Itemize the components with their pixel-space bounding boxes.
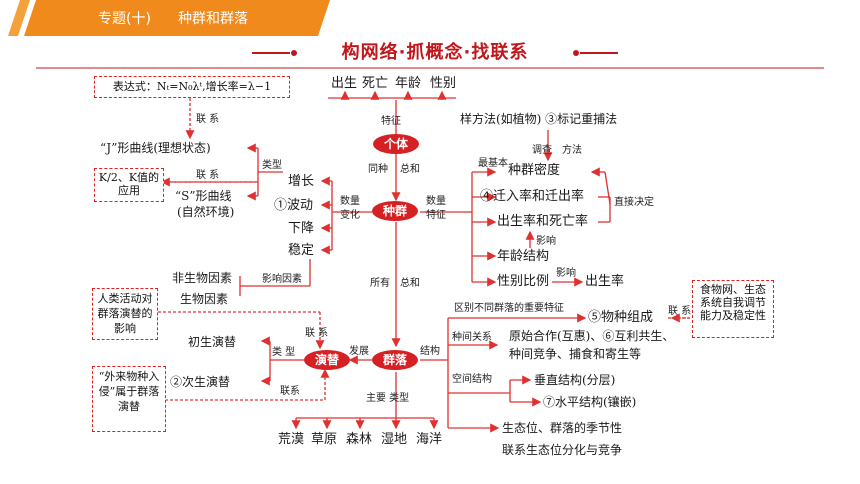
population-density: 种群密度: [508, 163, 561, 178]
label-qty-change-1: 数量: [340, 196, 360, 207]
node-individual: 个体: [373, 134, 419, 154]
label-total-1: 总和: [400, 164, 420, 175]
label-relation-1: 联 系: [196, 114, 220, 125]
horizontal-structure: ⑦水平结构(镶嵌): [543, 395, 637, 409]
migration-rate: ④迁入率和迁出率: [480, 189, 585, 204]
biotic-factor: 生物因素: [180, 292, 229, 306]
label-all: 所有: [370, 278, 390, 289]
label-feature: 特征: [381, 116, 401, 127]
label-affect-1: 影响: [536, 236, 556, 247]
interactions-line-2: 种间竞争、捕食和寄生等: [509, 347, 642, 361]
type-wetland: 湿地: [381, 432, 408, 447]
interactions-line-1: 原始合作(互惠)、⑥互利共生、: [509, 329, 675, 343]
title-text: 构网络·抓概念·找联系: [341, 42, 529, 63]
label-influence: 影响因素: [262, 274, 302, 285]
label-type-1: 类型: [262, 160, 282, 171]
label-same-species: 同种: [368, 164, 388, 175]
qty-decline: 下降: [288, 221, 315, 236]
type-desert: 荒漠: [278, 432, 305, 447]
label-type-2: 类 型: [272, 347, 296, 358]
prop-sex: 性别: [430, 76, 457, 91]
human-activity-box: 人类活动对群落演替的影响: [92, 288, 158, 340]
node-succession: 演替: [304, 350, 350, 370]
primary-succession: 初生演替: [188, 335, 237, 349]
invasion-box: “外来物种入侵”属于群落演替: [92, 366, 166, 432]
type-forest: 森林: [346, 432, 373, 447]
label-qty-feature-1: 数量: [426, 196, 446, 207]
abiotic-factor: 非生物因素: [172, 271, 233, 285]
label-direct: 直接决定: [614, 197, 654, 208]
label-spatial: 空间结构: [452, 374, 492, 385]
title-underline: [36, 67, 824, 69]
label-develop: 发展: [349, 346, 369, 357]
s-curve-line-1: “S”形曲线: [175, 189, 232, 203]
label-distinguish: 区别不同群落的重要特征: [454, 303, 564, 314]
k-value-box: K/2、K值的应用: [94, 168, 164, 202]
prop-age: 年龄: [395, 76, 422, 91]
label-interspecies: 种间关系: [452, 332, 492, 343]
formula-box: 表达式：Nₜ=N₀λᵗ,增长率=λ−1: [94, 76, 290, 98]
label-relation-5: 联 系: [668, 306, 692, 317]
label-relation-4: 联系: [280, 386, 300, 397]
label-affect-2: 影响: [556, 268, 576, 279]
label-total-2: 总和: [400, 278, 420, 289]
type-ocean: 海洋: [416, 432, 443, 447]
node-population: 种群: [372, 201, 418, 221]
birth-rate: 出生率: [585, 274, 625, 289]
topic-label: 种群和群落: [178, 11, 248, 27]
qty-growth: 增长: [288, 174, 315, 189]
sampling-methods: 样方法(如植物) ③标记重捕法: [460, 112, 618, 126]
diagram-title: 构网络·抓概念·找联系: [250, 42, 620, 64]
top-bar-background: [8, 0, 330, 36]
label-qty-change-2: 变化: [340, 210, 360, 221]
type-grassland: 草原: [311, 432, 338, 447]
prop-birth: 出生: [331, 76, 358, 91]
prop-death: 死亡: [362, 76, 389, 91]
chapter-label: 专题(十): [98, 11, 151, 27]
secondary-succession: ②次生演替: [170, 375, 231, 389]
species-composition: ⑤物种组成: [588, 310, 654, 325]
label-relation-2: 联 系: [196, 170, 220, 181]
title-decoration: [252, 50, 618, 56]
niche-line-1: 生态位、群落的季节性: [502, 421, 623, 435]
qty-fluctuate: ①波动: [274, 198, 314, 213]
label-qty-feature-2: 特征: [426, 210, 446, 221]
label-method: 方法: [562, 145, 582, 156]
node-community: 群落: [372, 350, 418, 370]
j-curve: “J”形曲线(理想状态): [100, 141, 211, 155]
label-relation-3: 联 系: [305, 328, 329, 339]
sex-ratio: 性别比例: [497, 274, 550, 289]
label-main-type: 主要 类型: [366, 393, 410, 404]
vertical-structure: 垂直结构(分层): [534, 373, 616, 387]
s-curve-line-2: (自然环境): [177, 205, 235, 219]
foodweb-box: 食物网、生态系统自我调节能力及稳定性: [692, 280, 774, 338]
label-basic: 最基本: [478, 158, 508, 169]
niche-line-2: 联系生态位分化与竞争: [502, 443, 623, 457]
label-structure: 结构: [420, 346, 440, 357]
label-survey: 调查: [532, 145, 552, 156]
qty-stable: 稳定: [288, 243, 315, 258]
top-bar: 专题(十) 种群和群落: [0, 0, 860, 36]
age-structure: 年龄结构: [497, 249, 550, 264]
birth-death-rate: 出生率和死亡率: [497, 214, 589, 229]
